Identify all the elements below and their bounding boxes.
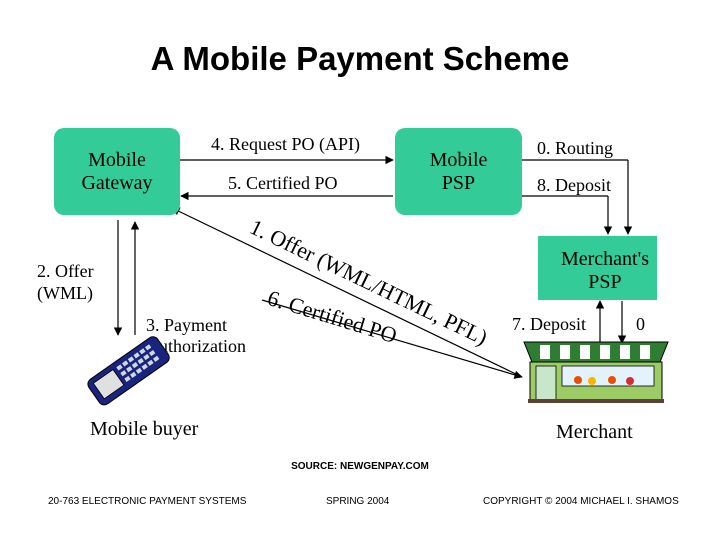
mobile-gateway-node: Mobile Gateway xyxy=(54,128,180,215)
mobile-gateway-label: Mobile Gateway xyxy=(81,148,153,194)
mobile-psp-label: Mobile PSP xyxy=(429,148,488,194)
slide-title: A Mobile Payment Scheme xyxy=(150,40,570,77)
footer-copyright: COPYRIGHT © 2004 MICHAEL I. SHAMOS xyxy=(483,496,679,507)
certified-po-label: 5. Certified PO xyxy=(228,173,338,193)
routing-label: 0. Routing xyxy=(537,138,614,158)
deposit7-label: 7. Deposit xyxy=(512,314,586,334)
deposit8-label: 8. Deposit xyxy=(537,175,611,195)
mobile-buyer-label: Mobile buyer xyxy=(90,418,199,440)
footer-term: SPRING 2004 xyxy=(326,496,390,507)
merchants-psp-label: Merchant's PSP xyxy=(560,248,649,293)
zero-label: 0 xyxy=(636,314,645,334)
merchant-label: Merchant xyxy=(556,421,633,443)
offer-wml-label: 2. Offer (WML) xyxy=(37,261,94,303)
mobile-psp-node: Mobile PSP xyxy=(395,128,522,215)
merchants-psp-node: Merchant's PSP xyxy=(538,236,657,300)
payment-auth-label: 3. Payment Authorization xyxy=(146,315,246,356)
request-po-label: 4. Request PO (API) xyxy=(211,134,360,154)
offer-arrow xyxy=(171,207,523,378)
footer-course: 20-763 ELECTRONIC PAYMENT SYSTEMS xyxy=(48,496,247,507)
source-note: SOURCE: NEWGENPAY.COM xyxy=(291,461,429,472)
certified-arrow xyxy=(261,299,523,379)
